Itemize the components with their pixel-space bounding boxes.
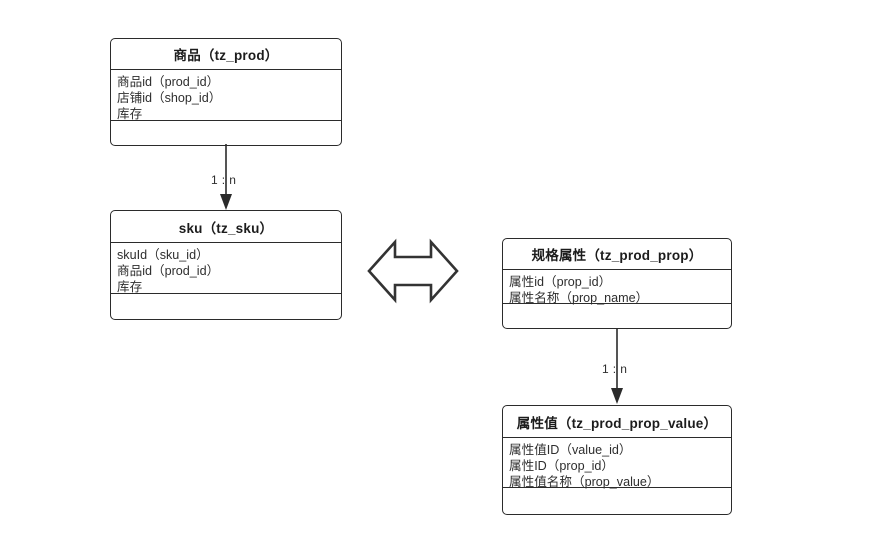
attribute-row: 属性值ID（value_id）: [509, 443, 632, 457]
arrowhead-icon: [220, 194, 232, 210]
attribute-row: 店铺id（shop_id）: [117, 91, 222, 105]
entity-header-tz-sku: sku（tz_sku）: [111, 211, 341, 243]
double-arrow-shape: [367, 238, 459, 304]
entity-attributes-tz-prod: 商品id（prod_id） 店铺id（shop_id） 库存: [111, 70, 341, 121]
entity-header-tz-prod-prop-value: 属性值（tz_prod_prop_value）: [503, 406, 731, 438]
attribute-row: skuId（sku_id）: [117, 248, 209, 262]
attribute-row: 库存: [117, 107, 143, 121]
entity-footer-tz-sku: [111, 294, 341, 319]
arrowhead-icon: [611, 388, 623, 404]
connector-label-prop-to-prop-value: 1 : n: [602, 362, 628, 376]
entity-header-tz-prod: 商品（tz_prod）: [111, 39, 341, 70]
attribute-row: 属性ID（prop_id）: [509, 459, 614, 473]
attribute-row: 属性名称（prop_name）: [509, 291, 649, 305]
entity-footer-tz-prod-prop: [503, 304, 731, 330]
attribute-row: 库存: [117, 280, 143, 294]
entity-attributes-tz-prod-prop: 属性id（prop_id） 属性名称（prop_name）: [503, 270, 731, 305]
entity-tz-prod[interactable]: 商品（tz_prod） 商品id（prod_id） 店铺id（shop_id） …: [110, 38, 342, 146]
entity-header-tz-prod-prop: 规格属性（tz_prod_prop）: [503, 239, 731, 270]
double-headed-arrow-icon: [366, 236, 460, 306]
attribute-row: 商品id（prod_id）: [117, 264, 220, 278]
entity-attributes-tz-sku: skuId（sku_id） 商品id（prod_id） 库存: [111, 243, 341, 294]
attribute-row: 商品id（prod_id）: [117, 75, 220, 89]
entity-footer-tz-prod-prop-value: [503, 488, 731, 514]
connector-prop-to-prop-value: [587, 328, 647, 406]
entity-tz-sku[interactable]: sku（tz_sku） skuId（sku_id） 商品id（prod_id） …: [110, 210, 342, 320]
attribute-row: 属性id（prop_id）: [509, 275, 612, 289]
entity-attributes-tz-prod-prop-value: 属性值ID（value_id） 属性ID（prop_id） 属性值名称（prop…: [503, 438, 731, 489]
entity-footer-tz-prod: [111, 121, 341, 144]
attribute-row: 属性值名称（prop_value）: [509, 475, 660, 489]
connector-prod-to-sku: [196, 144, 256, 212]
connector-label-prod-to-sku: 1 : n: [211, 173, 237, 187]
entity-tz-prod-prop[interactable]: 规格属性（tz_prod_prop） 属性id（prop_id） 属性名称（pr…: [502, 238, 732, 329]
entity-tz-prod-prop-value[interactable]: 属性值（tz_prod_prop_value） 属性值ID（value_id） …: [502, 405, 732, 515]
